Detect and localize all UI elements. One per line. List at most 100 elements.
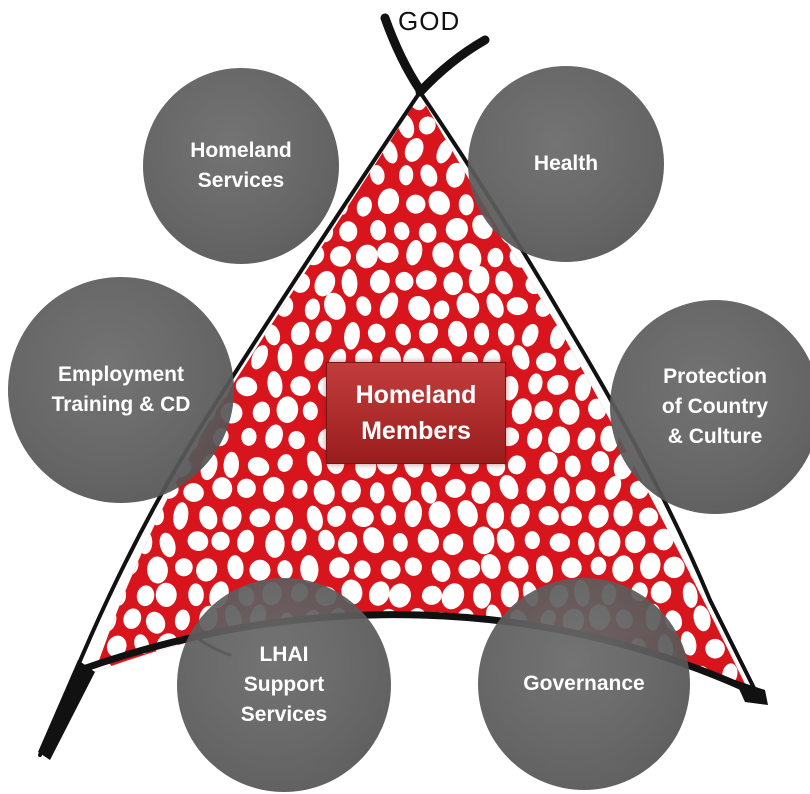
net-hole (404, 557, 422, 576)
net-hole (731, 272, 748, 296)
net-hole (613, 500, 633, 527)
net-hole (559, 399, 580, 425)
net-hole (249, 508, 270, 528)
net-hole (640, 552, 661, 580)
net-hole (676, 113, 699, 141)
net-hole (727, 530, 748, 552)
net-hole (106, 635, 127, 658)
net-hole (354, 560, 371, 579)
net-hole (433, 300, 450, 320)
net-hole (473, 583, 492, 609)
net-hole (512, 345, 530, 370)
net-hole (370, 165, 385, 185)
net-hole (744, 613, 748, 633)
net-hole (536, 352, 557, 372)
circle-label: of Country (661, 395, 769, 418)
net-hole (313, 479, 335, 505)
net-hole (506, 297, 528, 316)
net-hole (667, 192, 689, 218)
net-hole (747, 244, 748, 270)
homeland-services-circle: Homeland Services (143, 68, 339, 264)
net-hole (408, 295, 431, 321)
net-hole (683, 270, 699, 295)
net-hole (561, 557, 582, 579)
net-hole (612, 555, 634, 582)
net-hole (653, 217, 673, 237)
net-hole (196, 558, 218, 582)
net-hole (136, 585, 155, 607)
net-hole (590, 556, 607, 576)
lhai-support-services-circle: LHAI Support Services (177, 578, 391, 792)
net-hole (705, 265, 722, 294)
net-hole (495, 270, 513, 295)
net-hole (356, 296, 372, 316)
net-hole (392, 533, 408, 552)
net-hole (624, 530, 646, 554)
net-hole (341, 479, 361, 503)
net-hole (95, 248, 111, 267)
net-hole (564, 455, 581, 477)
net-hole (757, 165, 773, 186)
circle-label: Governance (523, 672, 645, 695)
net-hole (227, 555, 244, 580)
net-hole (377, 242, 399, 263)
net-hole (442, 533, 464, 556)
net-hole (188, 583, 204, 607)
net-hole (487, 247, 504, 268)
net-hole (767, 238, 794, 269)
net-hole (441, 583, 465, 610)
net-hole (471, 481, 491, 504)
net-hole (418, 116, 436, 135)
net-hole (527, 428, 543, 449)
net-hole (261, 271, 279, 291)
net-hole (760, 586, 777, 606)
net-hole (741, 554, 748, 578)
net-hole (399, 165, 414, 186)
net-hole (734, 218, 748, 245)
net-hole (300, 555, 319, 584)
net-hole (767, 87, 788, 107)
net-hole (145, 611, 166, 634)
net-hole (709, 169, 725, 193)
net-hole (446, 113, 465, 134)
net-hole (344, 322, 360, 350)
net-hole (290, 376, 311, 396)
net-hole (358, 95, 374, 111)
net-hole (457, 500, 478, 527)
net-hole (315, 320, 332, 343)
net-hole (251, 345, 269, 370)
net-hole (379, 95, 397, 110)
net-hole (367, 323, 386, 343)
net-hole (729, 114, 748, 142)
net-hole (406, 239, 423, 266)
center-label: Members (361, 417, 471, 445)
net-hole (553, 477, 570, 504)
net-hole (97, 141, 115, 165)
net-hole (123, 608, 142, 629)
net-hole (474, 322, 490, 346)
net-hole (245, 293, 268, 318)
net-hole (693, 605, 711, 632)
net-hole (95, 504, 116, 532)
net-hole (362, 527, 385, 554)
net-hole (211, 531, 230, 551)
net-hole (742, 143, 748, 164)
net-hole (122, 143, 142, 166)
net-hole (239, 275, 257, 295)
net-hole (277, 343, 293, 372)
circle-label: Support (243, 673, 325, 696)
net-hole (760, 531, 778, 558)
net-hole (415, 270, 437, 290)
net-hole (341, 269, 358, 297)
net-hole (681, 166, 702, 191)
net-hole (96, 95, 112, 111)
protection-country-culture-circle: Protection of Country & Culture (610, 300, 810, 514)
net-hole (418, 634, 441, 661)
net-hole (95, 162, 99, 188)
net-hole (538, 451, 558, 475)
net-hole (352, 507, 374, 528)
net-hole (95, 192, 112, 212)
net-hole (759, 635, 778, 661)
net-hole (108, 219, 130, 242)
net-hole (550, 273, 570, 297)
